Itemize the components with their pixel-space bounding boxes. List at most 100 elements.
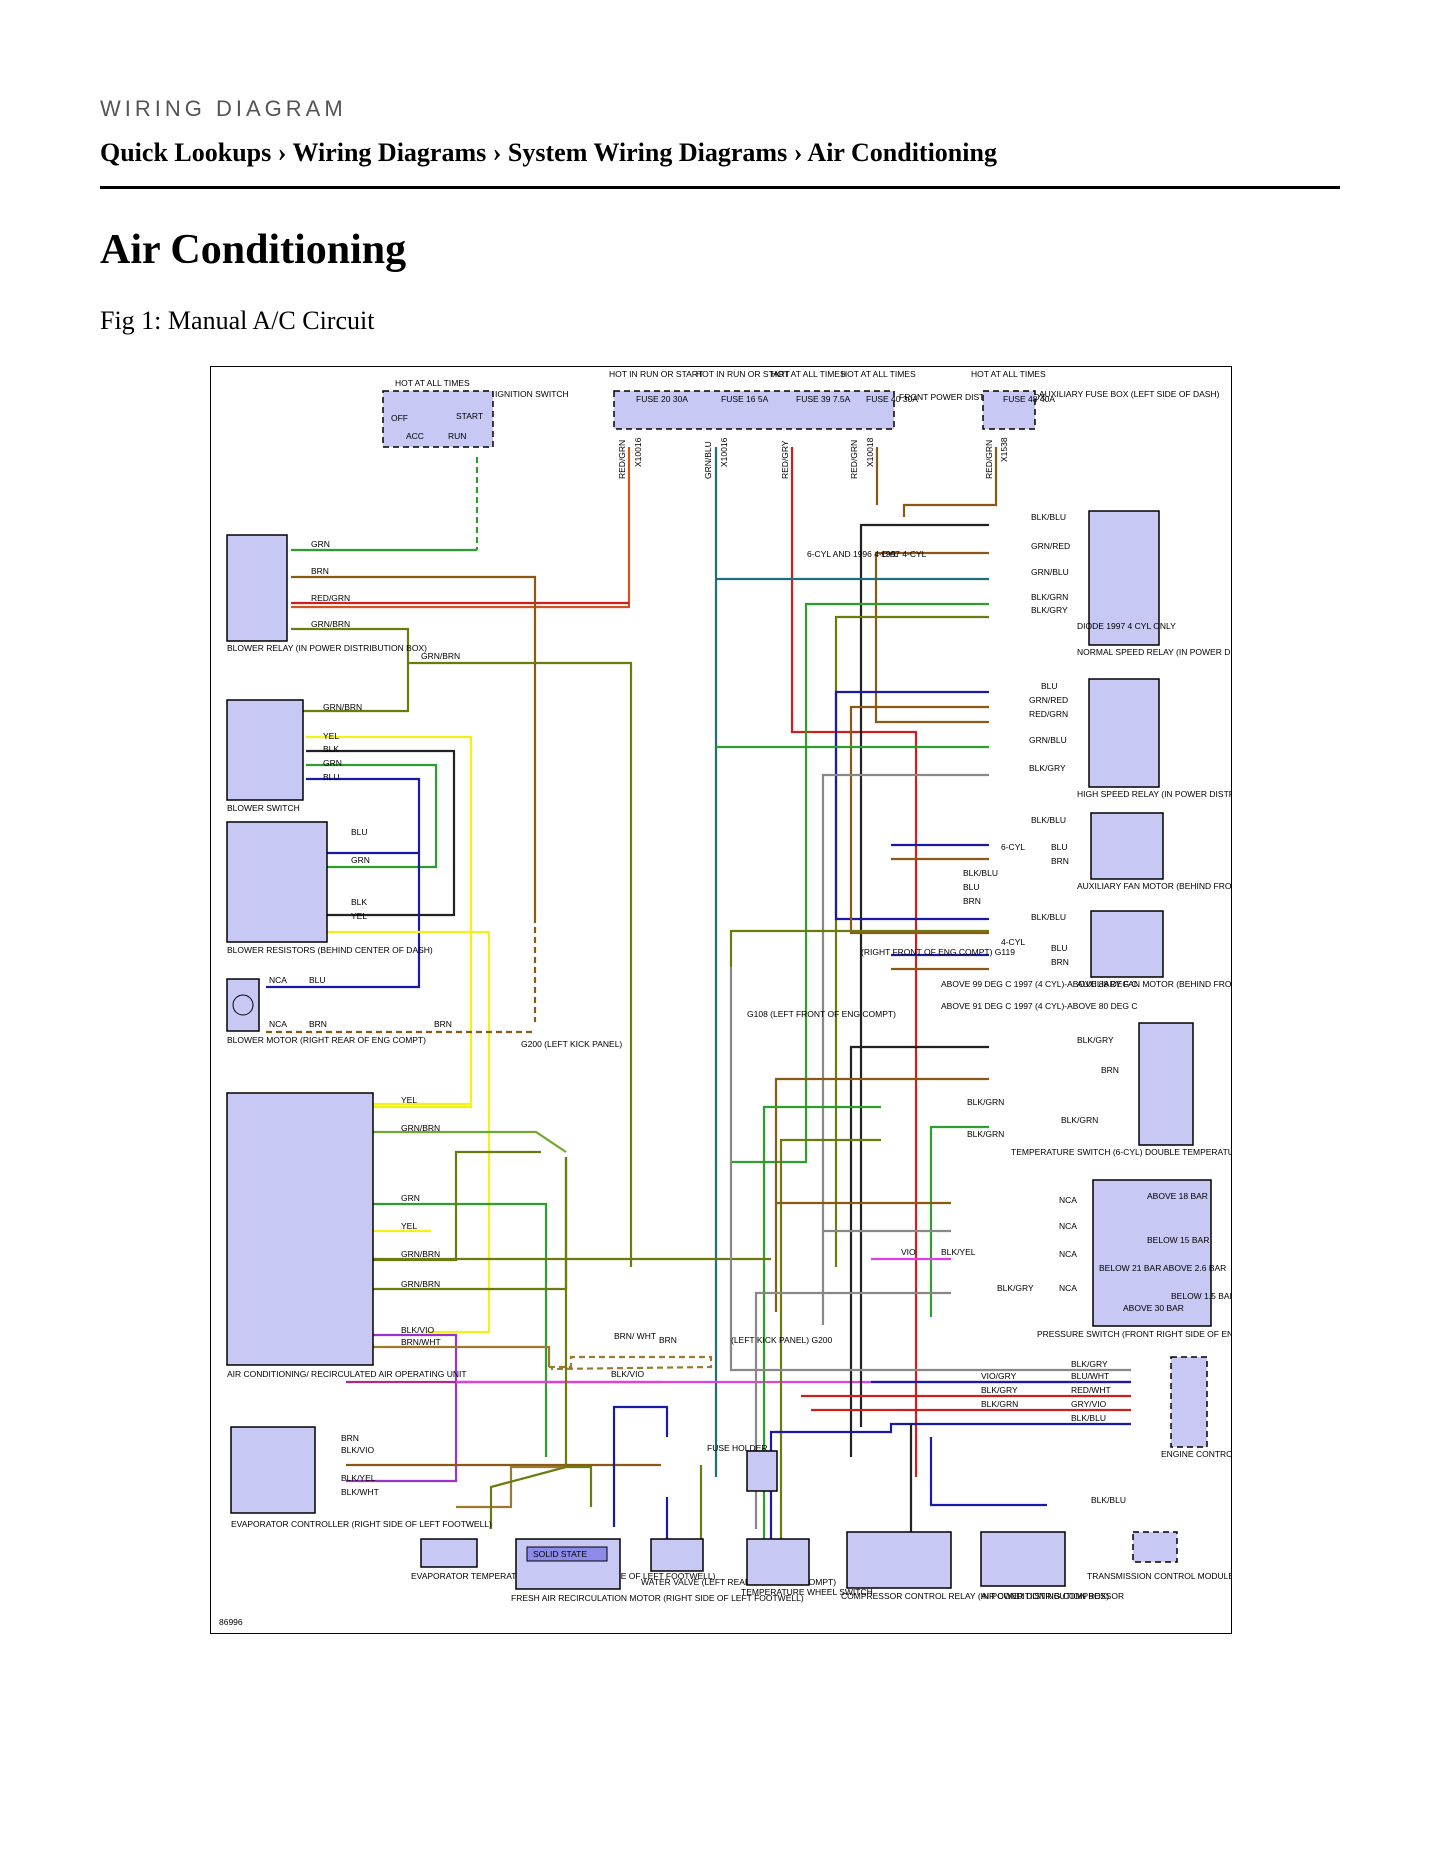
wire-red-grn-fuse48: [902, 447, 998, 517]
fuse39-id: FUSE 39 7.5A: [796, 394, 851, 404]
fuse20-id: FUSE 20 30A: [636, 394, 688, 404]
wire-label-red-wht-e57: RED/WHT: [1071, 1385, 1111, 1395]
solid-state-label: SOLID STATE: [533, 1549, 587, 1559]
fuse16-conn: X10016: [719, 437, 729, 467]
wire-grn-brn-ac1: [346, 1150, 541, 1262]
fuse48-wire: RED/GRN: [984, 440, 994, 479]
wire-grn-red-norm6: [874, 551, 989, 724]
wire-blk-wht-evap: [456, 1465, 566, 1509]
wire-label-vio-p1: VIO: [901, 1247, 916, 1257]
fuse16-top: HOT IN RUN OR START: [696, 369, 790, 379]
wire-label-blk-vio-evap: BLK/VIO: [341, 1445, 374, 1455]
section-label: WIRING DIAGRAM: [100, 96, 347, 121]
wire-blk-blu-tcm: [929, 1437, 1047, 1507]
fuse20-wire: RED/GRN: [617, 440, 627, 479]
breadcrumb-item-wiring-diagrams[interactable]: Wiring Diagrams: [292, 138, 487, 167]
wire-brn-relay4: [291, 575, 537, 917]
diode-label: DIODE 1997 4 CYL ONLY: [1077, 621, 1176, 631]
wire-red-gry-fuse39: [790, 447, 918, 1477]
wire-blk-grn-1997: [779, 1138, 881, 1549]
wire-label-4cyl: 4-CYL: [1001, 937, 1025, 947]
normal-speed-relay-box: [1088, 510, 1160, 646]
wire-label-grn-red-h5: GRN/RED: [1029, 695, 1068, 705]
compressor-relay-box: [846, 1531, 952, 1589]
wire-label-blk-blu-n2: BLK/BLU: [1031, 512, 1066, 522]
wire-label-blk-vio-h: BLK/VIO: [611, 1369, 644, 1379]
evap-controller-label: EVAPORATOR CONTROLLER (RIGHT SIDE OF LEF…: [231, 1519, 492, 1529]
motor-icon: [232, 994, 254, 1016]
breadcrumb: Quick Lookups › Wiring Diagrams › System…: [100, 138, 997, 168]
wire-label-blk-grn-1997: BLK/GRN: [967, 1129, 1004, 1139]
wire-label-blk-gry-t3: BLK/GRY: [1077, 1035, 1114, 1045]
high-speed-relay-box: [1088, 678, 1160, 788]
wire-blk-gry-high4: [821, 773, 989, 1325]
wire-label-yel-ac3: YEL: [401, 1221, 417, 1231]
wire-grn-switch2: [306, 763, 438, 869]
press-note-2: BELOW 15 BAR: [1147, 1235, 1209, 1245]
wire-grn-brn-relay2: [291, 627, 410, 713]
breadcrumb-item-system-wiring-diagrams[interactable]: System Wiring Diagrams: [507, 138, 788, 167]
wire-label-brn-wht2: BRN/ WHT: [614, 1331, 656, 1341]
wire-grn-brn-ac7: [346, 1130, 567, 1153]
wire-blk-blu-fan4: [729, 929, 989, 967]
temp-note-2: ABOVE 91 DEG C 1997 (4 CYL)-ABOVE 80 DEG…: [941, 1001, 1138, 1011]
wire-label-blu-h2: BLU: [1041, 681, 1058, 691]
wire-label-nca-p3: NCA: [1059, 1221, 1077, 1231]
wire-label-blk-gry-p4: BLK/GRY: [997, 1283, 1034, 1293]
wire-label-blu-3: BLU: [351, 827, 368, 837]
press-note-5: BELOW 1.5 BAR: [1171, 1291, 1231, 1301]
wire-label-grn-blu-n4: GRN/BLU: [1031, 567, 1069, 577]
wire-label-blk-vio-ac2: BLK/VIO: [401, 1325, 434, 1335]
water-valve-box: [650, 1538, 704, 1572]
wire-label-brn-motor: BRN: [309, 1019, 327, 1029]
header-rule: [100, 186, 1340, 189]
wire-brn-temp1: [774, 1077, 989, 1312]
breadcrumb-item-quick-lookups[interactable]: Quick Lookups: [100, 138, 272, 167]
ign-pos-off: OFF: [391, 413, 408, 423]
wire-label-grn-brn-ac7: GRN/BRN: [401, 1123, 440, 1133]
wire-label-red-grn: RED/GRN: [311, 593, 350, 603]
page-title: Air Conditioning: [100, 227, 407, 273]
ign-pos-run: RUN: [448, 431, 466, 441]
wire-label-blu-wht-e69: BLU/WHT: [1071, 1371, 1109, 1381]
wire-blu-switch3: [306, 777, 421, 855]
wire-label-brn: BRN: [311, 566, 329, 576]
wire-label-blk-blu-e36: BLK/BLU: [1071, 1413, 1106, 1423]
g200b-label: (LEFT KICK PANEL) G200: [731, 1335, 833, 1345]
bottom-components: EVAPORATOR TEMPERATURE SENSOR (RIGHT SID…: [219, 1443, 1416, 1627]
solid-state-box: [526, 1546, 608, 1562]
wire-label-blk-gry-h4: BLK/GRY: [1029, 763, 1066, 773]
wire-blu-motor: [266, 853, 421, 989]
fuse40-id: FUSE 40 30A: [866, 394, 918, 404]
tcm-label: TRANSMISSION CONTROL MODULE (RIGHT REAR …: [1087, 1571, 1231, 1581]
wire-label-nca-p1: NCA: [1059, 1249, 1077, 1259]
wire-label-blk-gry-e: BLK/GRY: [981, 1385, 1018, 1395]
wire-grn-brn-bus: [408, 661, 633, 1267]
wire-label-blu-left: BLU: [963, 882, 980, 892]
fresh-air-label: FRESH AIR RECIRCULATION MOTOR (RIGHT SID…: [511, 1593, 804, 1603]
wire-label-grn-blu-h8: GRN/BLU: [1029, 735, 1067, 745]
comp-relay-label: COMPRESSOR CONTROL RELAY (IN POWER DISTR…: [841, 1591, 1109, 1601]
aux-fuse-box: [982, 390, 1036, 430]
wire-label-nca-2: NCA: [269, 1019, 287, 1029]
ignition-switch-box: [382, 390, 494, 448]
aux-box-label: AUXILIARY FUSE BOX (LEFT SIDE OF DASH): [1039, 389, 1220, 399]
fuse-holder-box: [746, 1450, 778, 1492]
aux-fan-front-box: [1090, 910, 1164, 978]
wire-blk-switch1: [306, 749, 456, 917]
aux-fan-grille-box: [1090, 812, 1164, 880]
wire-label-grn-brn-ac4: GRN/BRN: [401, 1279, 440, 1289]
wire-layer: [266, 447, 1131, 1567]
evaporator-controller-box: [230, 1426, 316, 1514]
wire-label-gry-vio-e68: GRY/VIO: [1071, 1399, 1107, 1409]
fuse39-top: HOT AT ALL TIMES: [771, 369, 846, 379]
wire-label-brn-f4c: BRN: [1051, 957, 1069, 967]
ac-operating-unit-box: [226, 1092, 374, 1366]
ecm-box: [1170, 1356, 1208, 1448]
ecm-label: ENGINE CONTROL MODULE (RIGHT REAR OF ENG…: [1161, 1449, 1231, 1459]
temp-note-1: ABOVE 99 DEG C 1997 (4 CYL)-ABOVE 88 DEG…: [941, 979, 1138, 989]
ign-pos-acc: ACC: [406, 431, 424, 441]
wire-label-brn-t1: BRN: [1101, 1065, 1119, 1075]
wire-label-blu-motor: BLU: [309, 975, 326, 985]
fuse40-wire: RED/GRN: [849, 440, 859, 479]
